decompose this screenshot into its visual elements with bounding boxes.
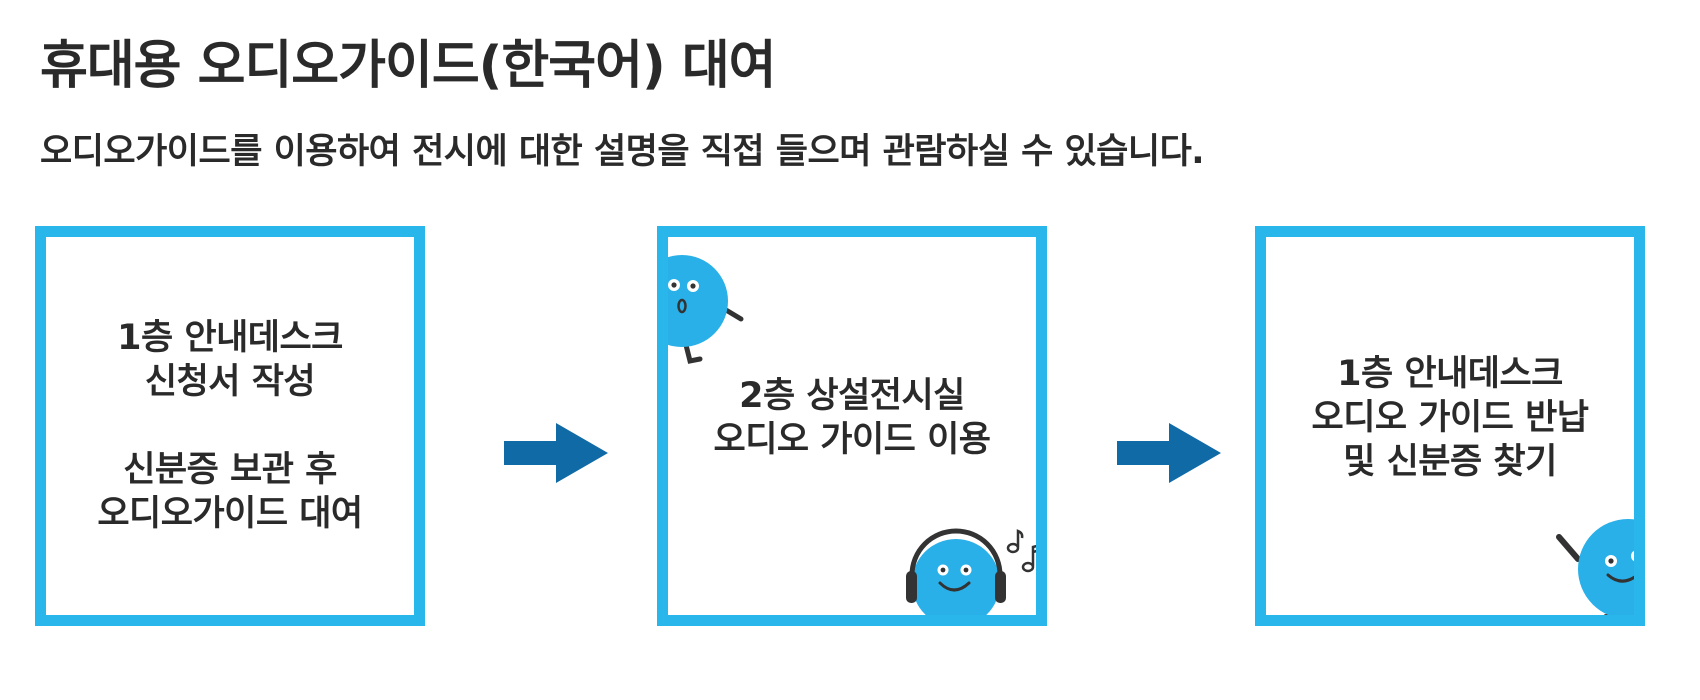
mascot-headphones-icon [906, 528, 1036, 615]
music-notes-icon [1006, 529, 1036, 573]
arrow-right-icon [504, 423, 608, 483]
step-card-rental: 1층 안내데스크 신청서 작성 신분증 보관 후 오디오가이드 대여 [35, 226, 425, 626]
page-title: 휴대용 오디오가이드(한국어) 대여 [40, 36, 776, 96]
step-card-return: 1층 안내데스크 오디오 가이드 반납 및 신분증 찾기 [1255, 226, 1645, 626]
page-subtitle: 오디오가이드를 이용하여 전시에 대한 설명을 직접 들으며 관람하실 수 있습… [40, 132, 1205, 172]
step-text: 1층 안내데스크 신청서 작성 신분증 보관 후 오디오가이드 대여 [97, 318, 363, 534]
mascot-peeking-icon [668, 255, 744, 364]
step-card-use: 2층 상설전시실 오디오 가이드 이용 [657, 226, 1047, 626]
step-text: 2층 상설전시실 오디오 가이드 이용 [713, 376, 991, 461]
mascot-waving-icon [1556, 519, 1634, 615]
step-text: 1층 안내데스크 오디오 가이드 반납 및 신분증 찾기 [1311, 354, 1589, 483]
arrow-right-icon [1117, 423, 1221, 483]
